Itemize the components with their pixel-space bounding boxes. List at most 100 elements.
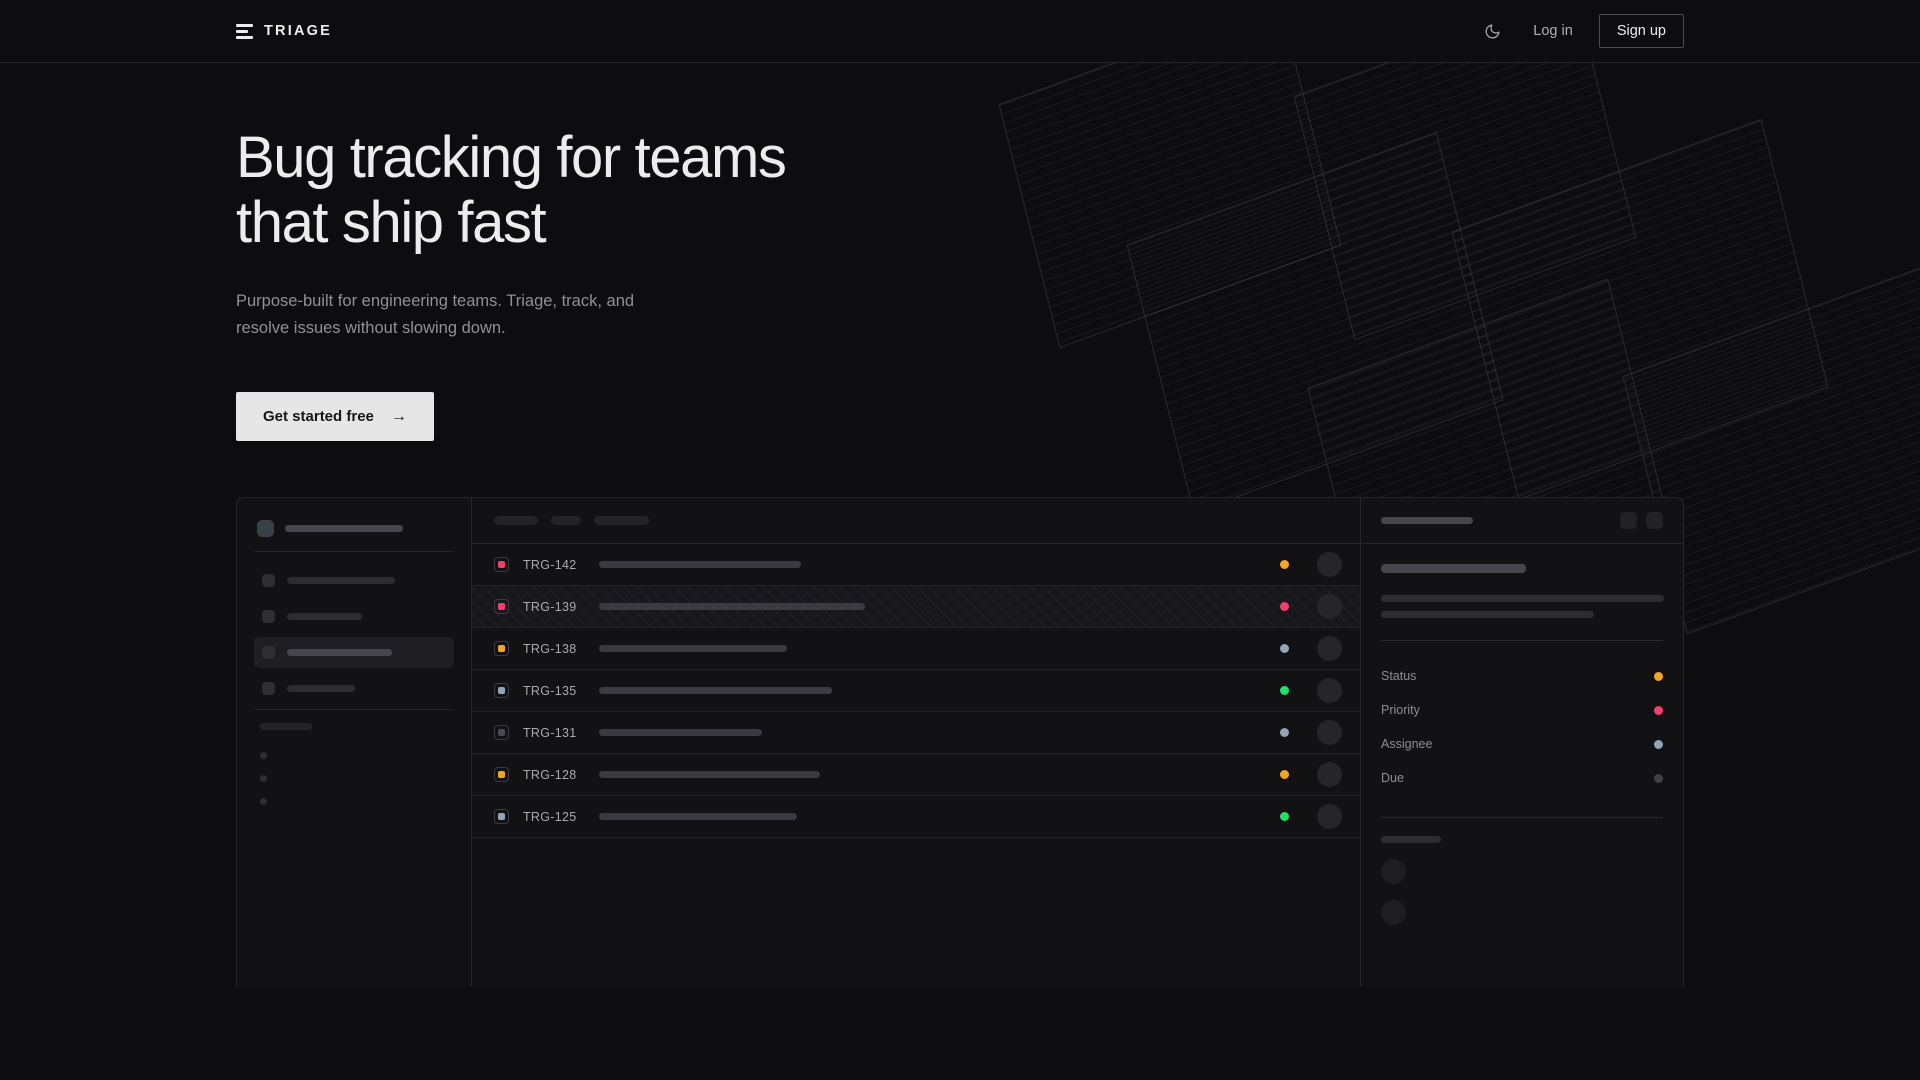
issue-title-placeholder [599, 645, 787, 653]
issue-id: TRG-139 [523, 599, 577, 614]
issue-title-placeholder [1381, 564, 1526, 574]
login-link[interactable]: Log in [1533, 23, 1573, 39]
detail-header [1361, 498, 1683, 545]
issue-id: TRG-128 [523, 767, 577, 782]
status-badge [1280, 602, 1289, 612]
divider [254, 709, 454, 711]
workspace-logo-icon [257, 520, 274, 538]
sidebar-item-label [287, 649, 392, 657]
sidebar-item-3[interactable] [254, 673, 454, 704]
priority-indicator-icon [494, 683, 509, 699]
meta-label: Assignee [1381, 737, 1433, 752]
sidebar-mini-item-1[interactable] [254, 767, 454, 790]
status-badge [1280, 728, 1289, 738]
brand-logo[interactable]: TRIAGE [236, 23, 332, 39]
priority-indicator-icon [494, 557, 509, 573]
divider [1381, 640, 1663, 642]
issue-title-placeholder [599, 729, 762, 737]
detail-title-placeholder [1381, 517, 1473, 525]
table-row[interactable]: TRG-125 [472, 796, 1360, 839]
table-row[interactable]: TRG-135 [472, 670, 1360, 713]
workspace-name-placeholder [285, 525, 403, 533]
status-badge [1280, 560, 1289, 570]
moon-icon[interactable] [1477, 16, 1507, 46]
priority-indicator-icon [494, 809, 509, 825]
issue-title-placeholder [599, 603, 865, 611]
sidebar-item-0[interactable] [254, 565, 454, 596]
meta-row-status[interactable]: Status [1381, 659, 1663, 693]
mock-sidebar [237, 498, 472, 988]
table-row[interactable]: TRG-139 [472, 586, 1360, 629]
priority-indicator-icon [494, 767, 509, 783]
status-badge [1280, 770, 1289, 780]
page-title: Bug tracking for teams that ship fast [236, 125, 787, 255]
top-navigation-bar: TRIAGE Log in Sign up [0, 0, 1920, 63]
meta-row-due[interactable]: Due [1381, 761, 1663, 795]
sidebar-mini-item-0[interactable] [254, 744, 454, 767]
comments-section-label [1381, 836, 1441, 844]
hero-subheading: Purpose-built for engineering teams. Tri… [236, 291, 635, 338]
status-badge [1280, 812, 1289, 822]
meta-value-indicator [1654, 773, 1663, 783]
detail-actions [1620, 512, 1663, 530]
sidebar-item-icon [262, 682, 275, 696]
sidebar-item-icon [262, 610, 275, 624]
filter-chip-2[interactable] [594, 516, 649, 526]
issue-description-line [1381, 611, 1594, 619]
meta-label: Due [1381, 771, 1404, 786]
issue-id: TRG-131 [523, 725, 577, 740]
meta-row-assignee[interactable]: Assignee [1381, 727, 1663, 761]
avatar[interactable] [1317, 804, 1342, 830]
workspace-switcher[interactable] [254, 515, 454, 551]
issue-title-placeholder [599, 813, 797, 821]
avatar[interactable] [1317, 762, 1342, 788]
detail-action-button-0[interactable] [1620, 512, 1637, 530]
issue-title-placeholder [599, 771, 820, 779]
meta-label: Priority [1381, 703, 1420, 718]
divider [1381, 817, 1663, 819]
table-row[interactable]: TRG-128 [472, 754, 1360, 797]
issue-id: TRG-135 [523, 683, 577, 698]
sidebar-mini-dot-icon [260, 775, 267, 783]
sidebar-item-2[interactable] [254, 637, 454, 669]
avatar[interactable] [1317, 552, 1342, 578]
priority-indicator-icon [494, 599, 509, 615]
meta-value-indicator [1654, 705, 1663, 715]
priority-indicator-icon [494, 641, 509, 657]
arrow-right-icon: → [390, 407, 407, 425]
issue-title-placeholder [599, 687, 832, 695]
sidebar-item-label [287, 685, 355, 693]
meta-row-priority[interactable]: Priority [1381, 693, 1663, 727]
mock-issue-list: TRG-142 TRG-139 TRG-138 TRG-135 [472, 498, 1360, 987]
detail-action-button-1[interactable] [1646, 512, 1663, 530]
get-started-button[interactable]: Get started free → [236, 392, 434, 442]
sidebar-mini-dot-icon [260, 752, 267, 760]
sidebar-item-icon [262, 646, 275, 660]
avatar[interactable] [1317, 720, 1342, 746]
sidebar-mini-dot-icon [260, 798, 267, 806]
hero-section: Bug tracking for teams that ship fast Pu… [0, 63, 1920, 442]
avatar[interactable] [1317, 636, 1342, 662]
issue-id: TRG-142 [523, 557, 577, 572]
issue-id: TRG-138 [523, 641, 577, 656]
table-row[interactable]: TRG-138 [472, 628, 1360, 671]
sidebar-item-label [287, 613, 362, 621]
filter-chip-1[interactable] [551, 516, 581, 526]
table-row[interactable]: TRG-131 [472, 712, 1360, 755]
sidebar-item-1[interactable] [254, 601, 454, 632]
avatar[interactable] [1317, 594, 1342, 620]
meta-label: Status [1381, 669, 1417, 684]
sidebar-section-label [260, 723, 312, 731]
filter-chip-0[interactable] [494, 516, 538, 526]
issue-title-placeholder [599, 561, 801, 569]
avatar[interactable] [1317, 678, 1342, 704]
table-row[interactable]: TRG-142 [472, 544, 1360, 587]
list-toolbar [472, 498, 1360, 545]
status-badge [1280, 644, 1289, 654]
issue-id: TRG-125 [523, 809, 577, 824]
sidebar-item-icon [262, 574, 275, 588]
sidebar-mini-item-2[interactable] [254, 790, 454, 813]
signup-button[interactable]: Sign up [1598, 14, 1684, 48]
sidebar-item-label [287, 577, 395, 585]
